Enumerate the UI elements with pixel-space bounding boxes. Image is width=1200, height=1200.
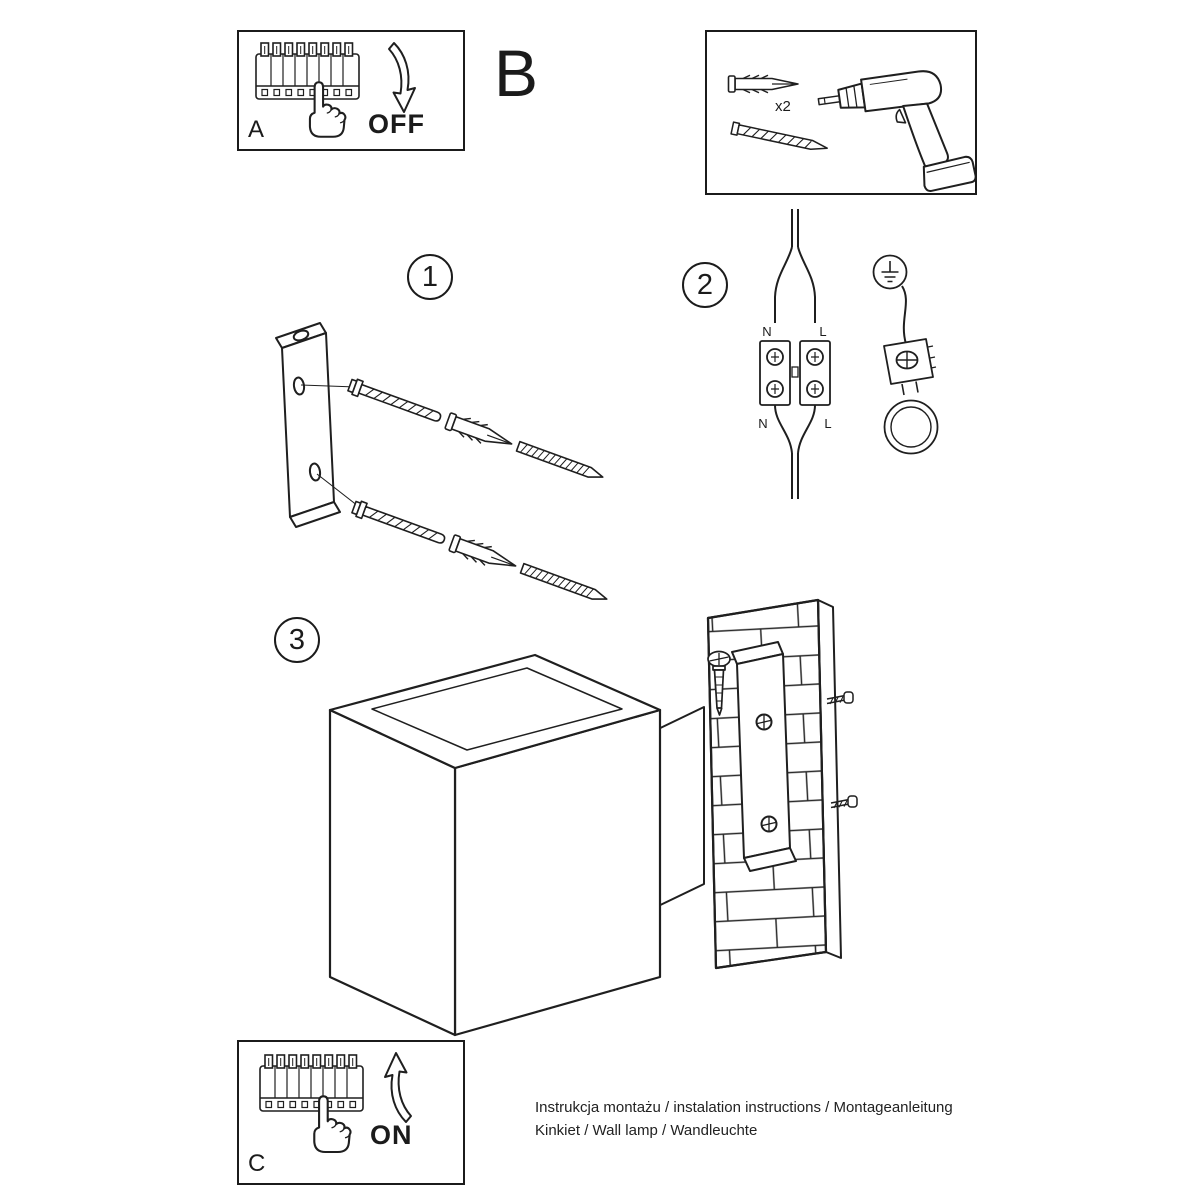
step-3-number: 3: [288, 623, 306, 656]
wall-plug-anchor-icon: [727, 74, 799, 94]
breaker-on-illustration: [259, 1052, 412, 1154]
footer-line-1: Instrukcja montażu / instalation instruc…: [535, 1099, 953, 1116]
off-label: OFF: [368, 109, 425, 139]
panel-c-power-on: C ON: [237, 1040, 465, 1185]
step-2-number: 2: [696, 268, 714, 301]
terminal-block-icon: [759, 340, 831, 406]
circuit-breaker-panel-icon: [259, 1054, 364, 1112]
section-b-label: B: [494, 36, 539, 110]
wire-label-n-top: N: [762, 324, 771, 339]
step-2-badge: 2: [682, 262, 728, 308]
breaker-off-illustration: [255, 42, 416, 138]
wall-bracket-icon: [731, 641, 797, 872]
wiring-diagram: N L N L: [758, 209, 832, 499]
on-label: ON: [370, 1120, 413, 1150]
step3-assembly-diagram: [328, 598, 858, 1037]
panel-a-label: A: [248, 116, 265, 143]
panel-b-parts: x2: [705, 30, 977, 195]
wire-label-l-bottom: L: [824, 416, 831, 431]
power-drill-icon: [815, 64, 975, 193]
step-3-badge: 3: [274, 617, 320, 663]
axis-line: [300, 384, 357, 388]
lamp-glass-opening: [371, 667, 623, 751]
ground-connection-diagram: [872, 254, 939, 455]
footer-caption: Instrukcja montażu / instalation instruc…: [535, 1096, 953, 1142]
anchor-quantity-label: x2: [775, 98, 791, 115]
mounting-screw-icon: [730, 121, 830, 155]
curved-arrow-down-icon: [388, 42, 416, 113]
parts-illustration: [727, 64, 975, 193]
wire-label-n-bottom: N: [758, 416, 767, 431]
protruding-screw-icon: [826, 691, 858, 809]
step1-bracket-diagram: [275, 322, 611, 610]
mounting-bracket-icon: [275, 322, 341, 528]
circuit-breaker-panel-icon: [255, 42, 360, 100]
axis-line: [316, 473, 359, 507]
step-1-badge: 1: [407, 254, 453, 300]
panel-a-power-off: A OFF: [237, 30, 465, 151]
panel-c-label: C: [248, 1150, 266, 1177]
screw-and-anchor-icon: [345, 374, 607, 488]
wire-label-l-top: L: [819, 324, 826, 339]
footer-line-2: Kinkiet / Wall lamp / Wandleuchte: [535, 1122, 758, 1139]
step-1-number: 1: [421, 260, 439, 293]
fixing-screw-icon: [707, 650, 731, 716]
curved-arrow-up-icon: [384, 1052, 412, 1123]
cube-wall-lamp-icon: [328, 653, 662, 1037]
